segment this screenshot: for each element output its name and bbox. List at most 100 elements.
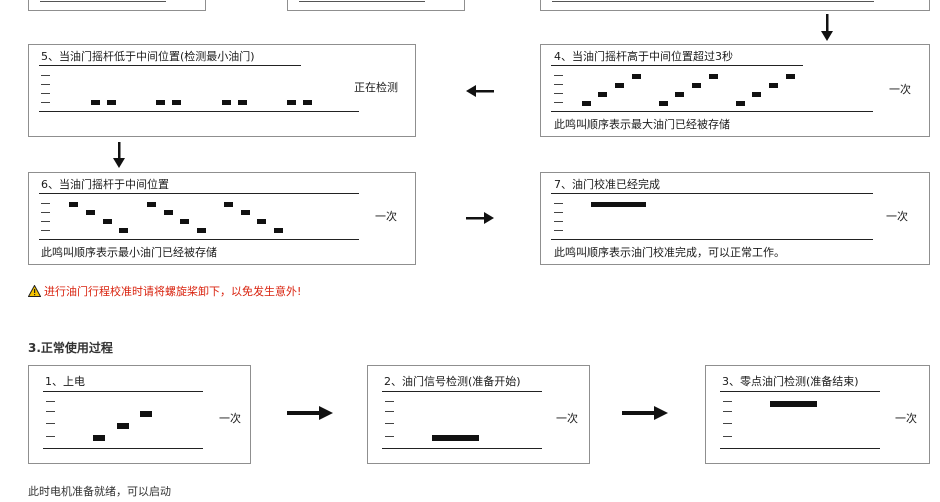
- step-7-title: 7、油门校准已经完成: [554, 178, 660, 191]
- beep-mark: [675, 92, 684, 97]
- level-tick: [554, 203, 563, 204]
- level-tick: [46, 423, 55, 424]
- step-7-note: 此鸣叫顺序表示油门校准完成，可以正常工作。: [554, 246, 785, 259]
- arrow-right-icon: [287, 406, 333, 420]
- level-tick: [41, 102, 50, 103]
- beep-mark: [736, 101, 745, 106]
- step-4-note: 此鸣叫顺序表示最大油门已经被存储: [554, 118, 730, 131]
- normal-step-2-title-underline: [382, 391, 542, 392]
- normal-step-1-title: 1、上电: [45, 375, 85, 388]
- beep-mark: [224, 202, 233, 207]
- step-6-title: 6、当油门摇杆于中间位置: [41, 178, 169, 191]
- arrow-down-icon: [821, 14, 833, 41]
- arrow-right-icon: [622, 406, 668, 420]
- normal-step-3-count: 一次: [895, 412, 917, 425]
- step-6-count: 一次: [375, 210, 397, 223]
- beep-mark: [598, 92, 607, 97]
- beep-mark: [709, 74, 718, 79]
- beep-mark: [659, 101, 668, 106]
- partial-box-middle: [287, 0, 465, 11]
- beep-mark: [156, 100, 165, 105]
- level-tick: [46, 411, 55, 412]
- warning-text-row: 进行油门行程校准时请将螺旋桨卸下，以免发生意外!: [28, 285, 301, 299]
- beep-mark: [752, 92, 761, 97]
- step-4-count: 一次: [889, 83, 911, 96]
- level-tick: [723, 436, 732, 437]
- level-tick: [723, 411, 732, 412]
- step-5-status: 正在检测: [354, 81, 398, 94]
- step-7-count: 一次: [886, 210, 908, 223]
- beep-mark: [238, 100, 247, 105]
- step-5-title-underline: [39, 65, 301, 66]
- normal-step-1-box: 1、上电 一次: [28, 365, 251, 464]
- level-tick: [46, 401, 55, 402]
- beep-mark: [164, 210, 173, 215]
- step-6-note: 此鸣叫顺序表示最小油门已经被存储: [41, 246, 217, 259]
- step-6-title-underline: [39, 193, 359, 194]
- normal-step-2-title: 2、油门信号检测(准备开始): [384, 375, 521, 388]
- beep-mark: [615, 83, 624, 88]
- long-beep-mark: [770, 401, 817, 407]
- level-tick: [41, 221, 50, 222]
- beep-mark: [147, 202, 156, 207]
- level-tick: [723, 401, 732, 402]
- level-tick: [385, 436, 394, 437]
- footer-text: 此时电机准备就绪，可以启动: [28, 485, 171, 498]
- step-6-box: 6、当油门摇杆于中间位置 一次 此鸣叫顺序表示最小油门已经被存储: [28, 172, 416, 265]
- partial-box-left: [28, 0, 206, 11]
- level-tick: [41, 93, 50, 94]
- level-tick: [554, 84, 563, 85]
- level-tick: [554, 230, 563, 231]
- level-tick: [554, 212, 563, 213]
- arrow-down-icon: [113, 142, 125, 168]
- warning-triangle-icon: [28, 285, 41, 297]
- beep-mark: [103, 219, 112, 224]
- beep-mark: [91, 100, 100, 105]
- step-5-baseline: [39, 111, 359, 112]
- normal-step-2-count: 一次: [556, 412, 578, 425]
- beep-mark: [107, 100, 116, 105]
- beep-mark: [222, 100, 231, 105]
- partial-box-right: [540, 0, 930, 11]
- normal-step-3-title-underline: [720, 391, 880, 392]
- long-beep-mark: [432, 435, 479, 441]
- arrow-right-icon: [466, 212, 494, 224]
- beep-mark: [180, 219, 189, 224]
- partial-box-left-line: [40, 1, 166, 2]
- step-4-baseline: [551, 111, 873, 112]
- beep-mark: [86, 210, 95, 215]
- normal-step-1-baseline: [43, 448, 203, 449]
- arrow-left-icon: [466, 85, 494, 97]
- level-tick: [41, 203, 50, 204]
- level-tick: [723, 423, 732, 424]
- normal-step-3-title: 3、零点油门检测(准备结束): [722, 375, 859, 388]
- beep-mark: [786, 74, 795, 79]
- beep-mark: [172, 100, 181, 105]
- beep-mark: [140, 411, 152, 417]
- partial-box-right-line: [552, 1, 874, 2]
- level-tick: [554, 75, 563, 76]
- beep-mark: [257, 219, 266, 224]
- beep-mark: [197, 228, 206, 233]
- long-beep-mark: [591, 202, 646, 207]
- step-4-box: 4、当油门摇杆高于中间位置超过3秒 一次 此鸣叫顺序表示最大油门已经被存储: [540, 44, 930, 137]
- beep-mark: [303, 100, 312, 105]
- level-tick: [41, 212, 50, 213]
- normal-step-2-baseline: [382, 448, 542, 449]
- level-tick: [385, 411, 394, 412]
- normal-step-2-box: 2、油门信号检测(准备开始) 一次: [367, 365, 590, 464]
- normal-step-1-title-underline: [43, 391, 203, 392]
- level-tick: [554, 221, 563, 222]
- beep-mark: [287, 100, 296, 105]
- partial-box-middle-line: [299, 1, 425, 2]
- level-tick: [385, 401, 394, 402]
- beep-mark: [274, 228, 283, 233]
- beep-mark: [769, 83, 778, 88]
- step-5-box: 5、当油门摇杆低于中间位置(检测最小油门) 正在检测: [28, 44, 416, 137]
- beep-mark: [632, 74, 641, 79]
- normal-step-3-baseline: [720, 448, 880, 449]
- level-tick: [385, 423, 394, 424]
- beep-mark: [241, 210, 250, 215]
- step-4-title-underline: [551, 65, 803, 66]
- step-5-title: 5、当油门摇杆低于中间位置(检测最小油门): [41, 50, 255, 63]
